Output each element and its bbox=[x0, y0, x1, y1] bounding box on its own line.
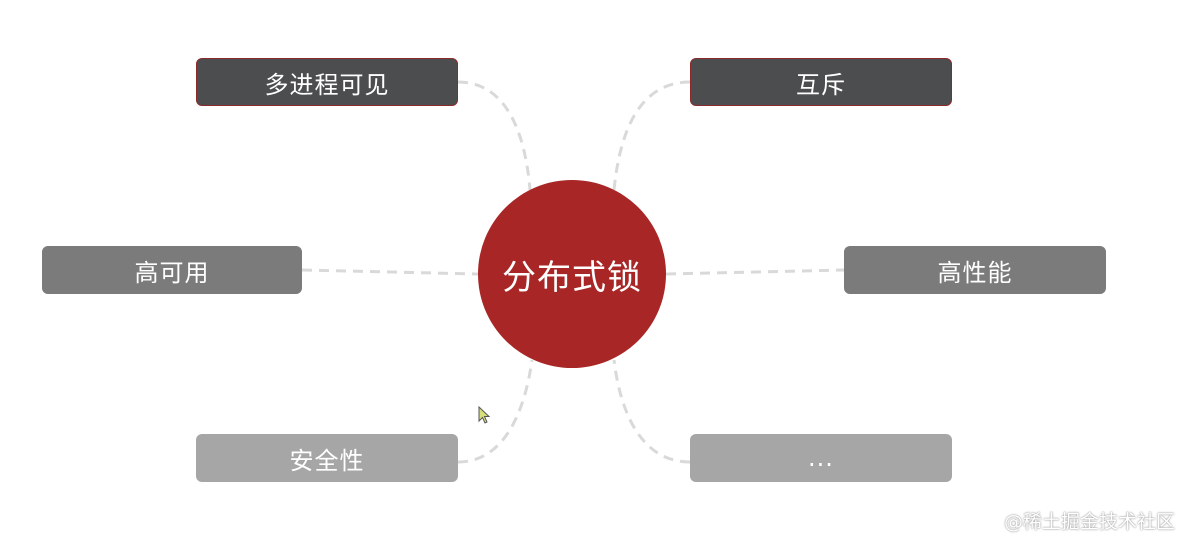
node-multi-process-visible: 多进程可见 bbox=[196, 58, 458, 106]
mouse-cursor-icon bbox=[478, 406, 491, 424]
watermark: @稀土掘金技术社区 bbox=[1003, 511, 1175, 533]
node-label: ... bbox=[808, 444, 834, 472]
node-high-performance: 高性能 bbox=[844, 246, 1106, 294]
node-label: 安全性 bbox=[289, 446, 365, 475]
connector-more bbox=[612, 359, 691, 464]
node-label: 高可用 bbox=[134, 258, 210, 287]
node-label: 互斥 bbox=[796, 70, 846, 99]
node-high-availability: 高可用 bbox=[42, 246, 302, 294]
node-label: 多进程可见 bbox=[264, 70, 390, 99]
connector-multi-process-visible bbox=[457, 80, 532, 191]
connector-mutual-exclusion bbox=[612, 80, 691, 191]
connector-security bbox=[457, 359, 534, 464]
central-topic-node: 分布式锁 bbox=[478, 180, 666, 368]
node-label: 高性能 bbox=[937, 258, 1013, 287]
node-security: 安全性 bbox=[196, 434, 458, 482]
node-more: ... bbox=[690, 434, 952, 482]
connector-high-performance bbox=[665, 268, 845, 276]
central-topic-label: 分布式锁 bbox=[502, 257, 642, 298]
node-mutual-exclusion: 互斥 bbox=[690, 58, 952, 106]
connector-high-availability bbox=[301, 268, 479, 276]
